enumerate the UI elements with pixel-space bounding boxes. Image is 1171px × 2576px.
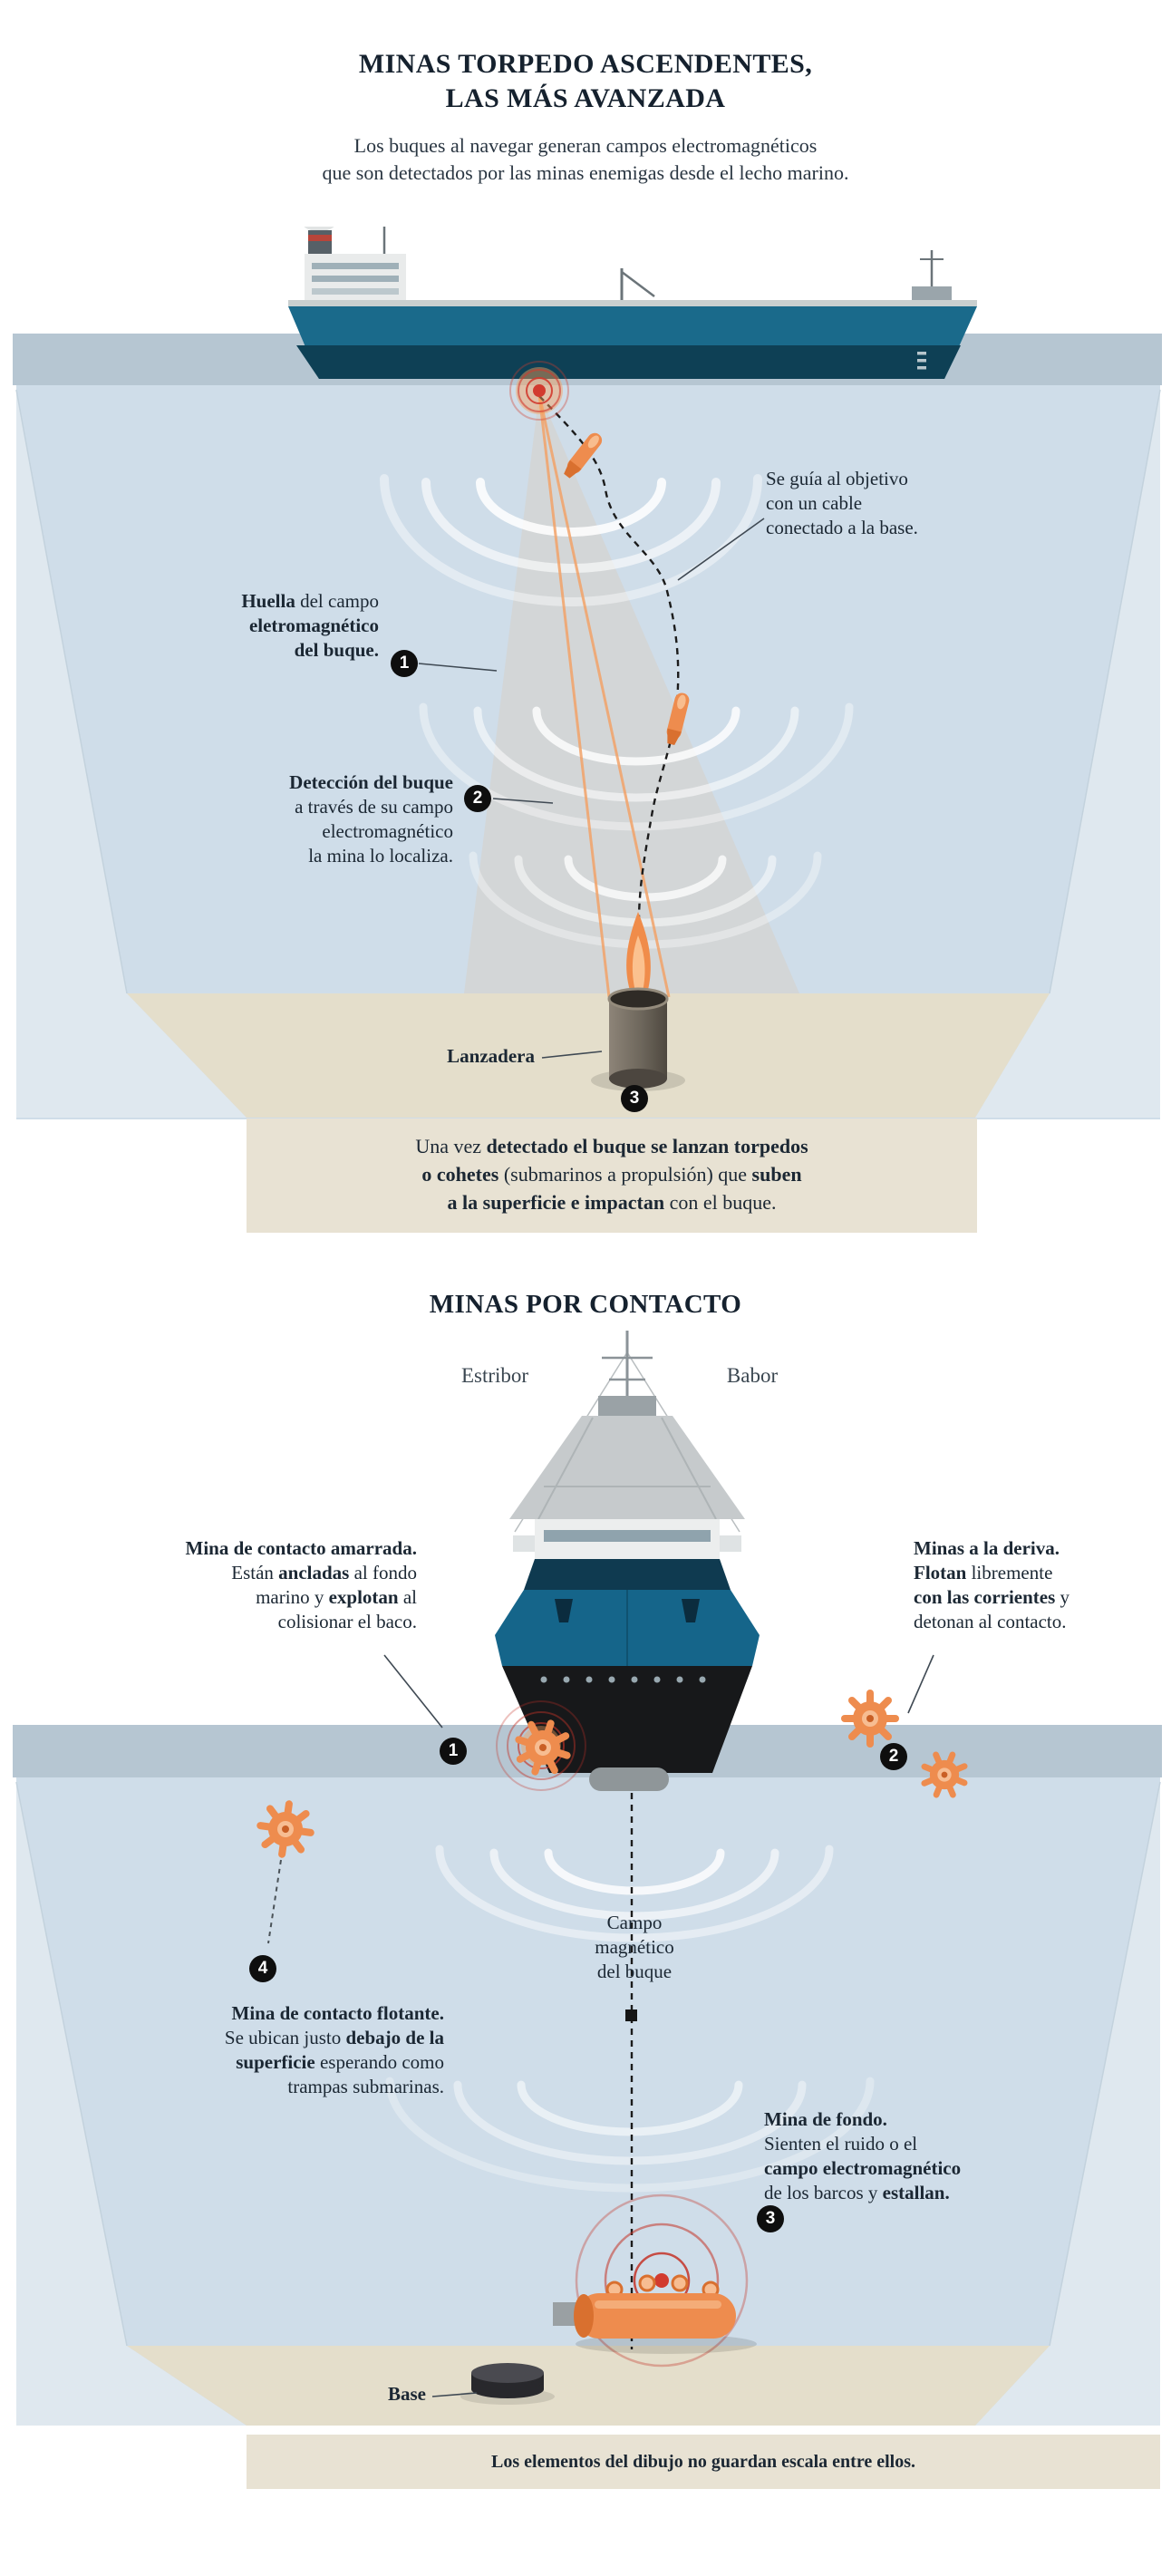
detection-cone-glow (464, 392, 799, 993)
label-lanzadera: Lanzadera (447, 1045, 535, 1067)
title-line-1: MINAS TORPEDO ASCENDENTES, (358, 49, 813, 79)
torpedo-caption: Una vez detectado el buque se lanzan tor… (247, 1119, 977, 1233)
seabed-2 (127, 2346, 1050, 2426)
scale-disclaimer: Los elementos del dibujo no guardan esca… (247, 2435, 1160, 2489)
badge-4-flotante: 4 (249, 1955, 276, 1982)
intro-line-2: que son detectados por las minas enemiga… (322, 161, 849, 184)
sensor-square (625, 2009, 637, 2021)
badge-2-deteccion: 2 (464, 785, 491, 812)
contact-title-line: MINAS POR CONTACTO (429, 1290, 742, 1319)
contact-section-title: MINAS POR CONTACTO (0, 1287, 1171, 1322)
torpedo-trajectory-path (538, 395, 680, 992)
launcher-icon (591, 912, 685, 1091)
contact-scene-illustration (13, 1331, 1162, 2426)
torpedo-scene-illustration (13, 227, 1162, 1119)
pointer-lines-2 (383, 1654, 934, 2397)
em-field-arcs (380, 474, 854, 949)
label-babor: Babor (726, 1364, 779, 1387)
bow-ship-illustration (495, 1331, 760, 1791)
seabed (127, 993, 1050, 1118)
title-line-2: LAS MÁS AVANZADA (445, 83, 726, 113)
detection-pulse (509, 361, 569, 421)
base-disc-icon (460, 2363, 555, 2405)
page-title: MINAS TORPEDO ASCENDENTES, LAS MÁS AVANZ… (0, 47, 1171, 116)
label-estribor: Estribor (460, 1364, 529, 1387)
scale-disclaimer-text: Los elementos del dibujo no guardan esca… (491, 2451, 915, 2472)
badge-2-deriva: 2 (880, 1743, 907, 1770)
magnetic-axis-line (625, 1793, 637, 2349)
label-mina-flotante: Mina de contacto flotante.Se ubican just… (224, 2002, 444, 2097)
magnetic-field-arcs (385, 1845, 875, 2193)
intro-line-1: Los buques al navegar generan campos ele… (353, 134, 818, 157)
intro-text: Los buques al navegar generan campos ele… (0, 132, 1171, 187)
badge-1-huella: 1 (391, 650, 418, 677)
badge-3-fondo: 3 (757, 2205, 784, 2232)
badge-1-amarrada: 1 (440, 1738, 467, 1765)
label-mina-amarrada: Mina de contacto amarrada.Están ancladas… (185, 1537, 417, 1632)
drifting-mine-icon (845, 1693, 895, 1744)
cargo-ship-illustration (288, 227, 977, 379)
pointer-lines (418, 518, 765, 1059)
badge-3-lanzadera: 3 (621, 1085, 648, 1112)
detection-cone-lines (537, 393, 671, 998)
label-base: Base (388, 2383, 426, 2405)
bottom-mine-icon (553, 2193, 757, 2368)
